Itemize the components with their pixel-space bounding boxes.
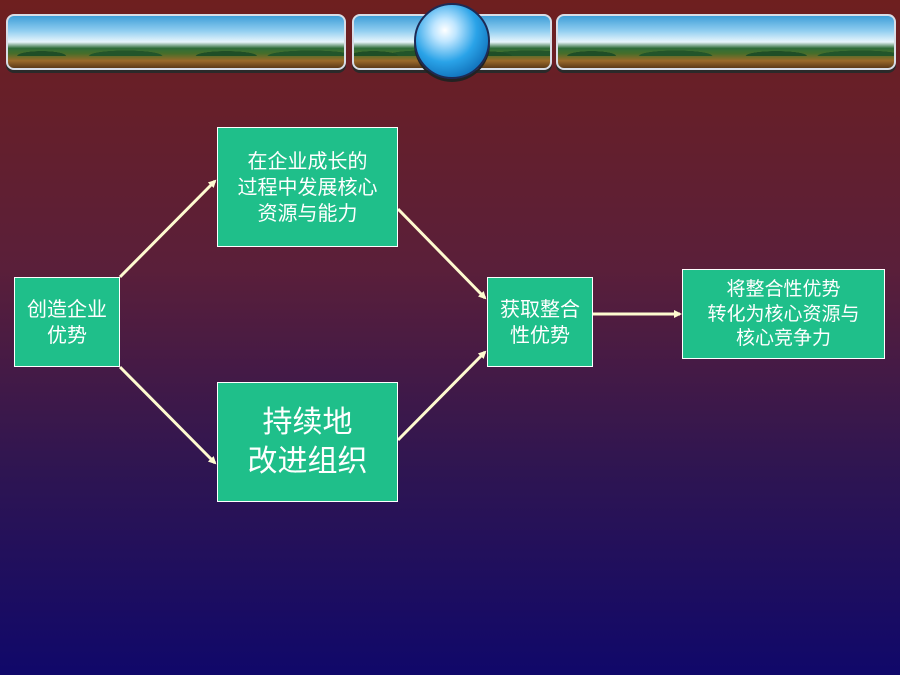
globe-icon: [414, 3, 490, 79]
node-develop-core-resources: 在企业成长的 过程中发展核心 资源与能力: [217, 127, 398, 247]
arrow-improve-to-integrate: [396, 350, 487, 442]
header-banner-left: [6, 14, 346, 70]
node-transform-to-core-competence: 将整合性优势 转化为核心资源与 核心竞争力: [682, 269, 885, 359]
arrow-create-to-develop: [118, 179, 217, 279]
header-banner-right: [556, 14, 896, 70]
arrow-create-to-improve: [118, 365, 217, 465]
node-integrated-advantage: 获取整合 性优势: [487, 277, 593, 367]
node-create-advantage: 创造企业 优势: [14, 277, 120, 367]
node-improve-organization: 持续地 改进组织: [217, 382, 398, 502]
arrow-develop-to-integrate: [396, 207, 487, 300]
